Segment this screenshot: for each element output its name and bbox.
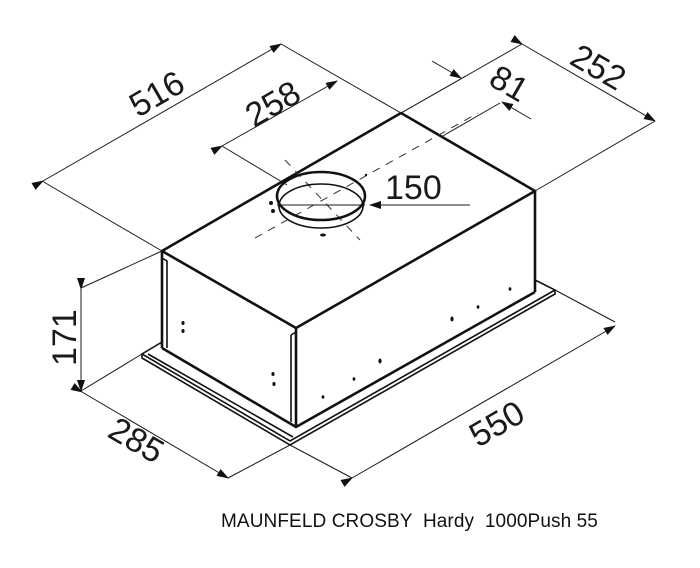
svg-text:550: 550	[463, 394, 531, 455]
dimension-171: 171	[46, 250, 163, 392]
dimension-252: 252	[400, 35, 656, 192]
svg-text:258: 258	[239, 74, 307, 135]
svg-text:171: 171	[46, 309, 84, 366]
svg-text:252: 252	[564, 37, 632, 98]
svg-text:516: 516	[123, 64, 191, 125]
dimension-258: 258	[210, 74, 338, 186]
svg-text:150: 150	[385, 169, 442, 207]
dimension-516: 516	[31, 43, 402, 252]
model-caption: MAUNFELD CROSBY Hardy 1000Push 55	[221, 511, 598, 532]
dimension-150: 150	[277, 169, 470, 209]
svg-text:285: 285	[102, 410, 170, 471]
duct-collar	[254, 112, 479, 241]
svg-text:81: 81	[483, 58, 535, 110]
hood-body	[140, 111, 557, 446]
